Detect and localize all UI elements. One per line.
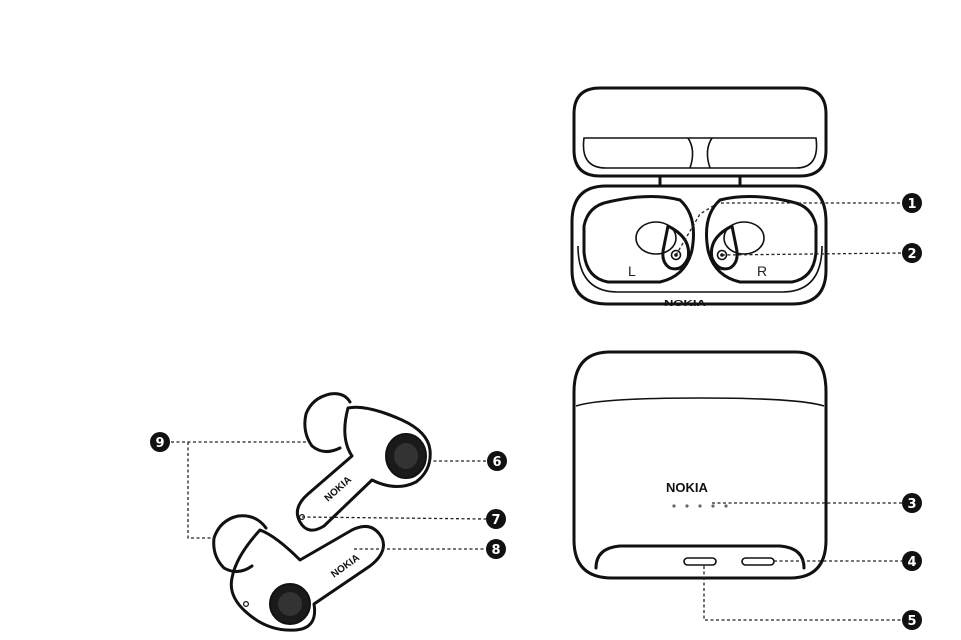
case-lid bbox=[572, 86, 828, 178]
case-base bbox=[570, 184, 828, 306]
callout-4: 4 bbox=[902, 551, 922, 571]
callout-6: 6 bbox=[487, 451, 507, 471]
left-earbud-body bbox=[229, 524, 385, 632]
right-earbud-body bbox=[295, 405, 432, 532]
closed-case-front: NOKIA bbox=[572, 350, 828, 580]
svg-text:9: 9 bbox=[155, 436, 164, 451]
case-body bbox=[572, 350, 828, 580]
leader-lines bbox=[171, 202, 903, 621]
case-base-rim bbox=[577, 245, 823, 293]
right-ear-tip bbox=[303, 392, 352, 453]
case-bottom-band bbox=[594, 544, 806, 570]
right-earbud-in-case bbox=[709, 221, 765, 271]
left-ear-tip bbox=[212, 514, 268, 573]
svg-text:1: 1 bbox=[907, 197, 916, 212]
right-earbud: NOKIA bbox=[295, 392, 432, 532]
left-earbud: NOKIA bbox=[212, 514, 385, 632]
battery-indicator-leds bbox=[672, 504, 728, 508]
case-brand-logo: NOKIA bbox=[666, 480, 709, 495]
usb-c-port bbox=[683, 557, 717, 566]
left-earbud-in-case bbox=[635, 221, 691, 271]
callout-2: 2 bbox=[902, 243, 922, 263]
svg-text:8: 8 bbox=[491, 543, 500, 558]
callout-1: 1 bbox=[902, 193, 922, 213]
svg-text:3: 3 bbox=[907, 497, 916, 512]
right-side-label: R bbox=[757, 263, 767, 279]
svg-text:6: 6 bbox=[492, 455, 501, 470]
case-lid-seam bbox=[575, 397, 825, 407]
right-earbud-bay bbox=[705, 194, 818, 284]
lid-hinge-notch bbox=[687, 137, 713, 169]
open-case: L R NOKIA bbox=[570, 86, 828, 308]
callout-8: 8 bbox=[486, 539, 506, 559]
callout-9: 9 bbox=[150, 432, 170, 452]
charging-contact bbox=[741, 557, 775, 566]
callout-3: 3 bbox=[902, 493, 922, 513]
svg-text:4: 4 bbox=[907, 555, 916, 570]
callout-7: 7 bbox=[486, 509, 506, 529]
left-earbud-bay bbox=[582, 194, 695, 284]
svg-text:7: 7 bbox=[491, 513, 500, 528]
svg-text:5: 5 bbox=[907, 614, 916, 629]
callout-5: 5 bbox=[902, 610, 922, 630]
svg-text:2: 2 bbox=[907, 247, 916, 262]
left-side-label: L bbox=[628, 263, 636, 279]
case-lid-inner bbox=[582, 137, 818, 169]
case-front-brand: NOKIA bbox=[664, 299, 706, 308]
